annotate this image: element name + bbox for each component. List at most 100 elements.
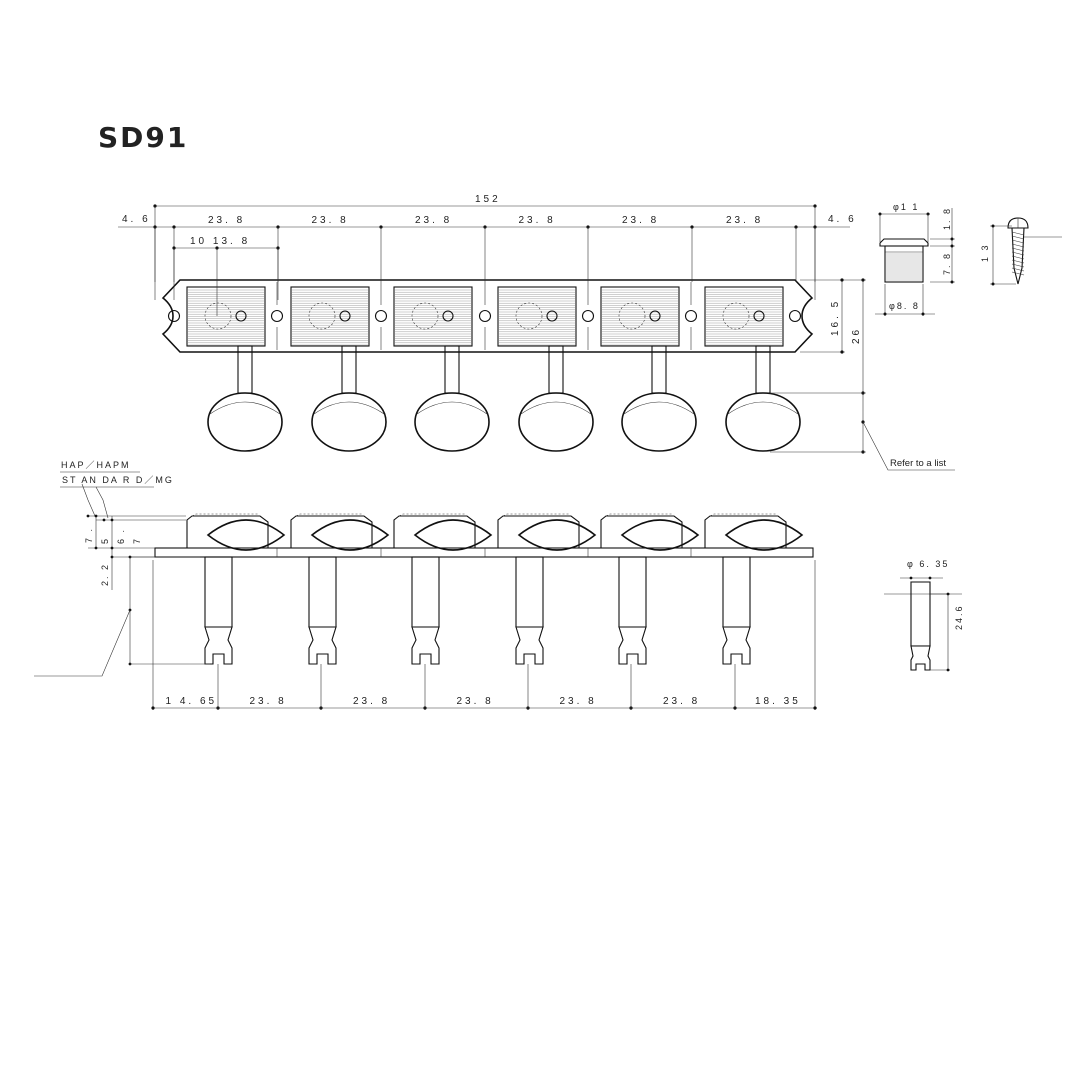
pitch-label: 23. 8 (622, 215, 659, 226)
side-post-slot (204, 626, 233, 665)
tuner-unit-top (704, 286, 801, 452)
side-housing-hidden (605, 513, 672, 517)
hole-offsets-label: 10 13. 8 (190, 236, 250, 247)
side-housing-hidden (502, 513, 569, 517)
bottom-dimension-label: 18. 35 (755, 696, 801, 707)
tuner-shaft (548, 345, 564, 394)
post-hole-hidden (722, 302, 750, 330)
bottom-dimension-label: 23. 8 (250, 696, 287, 707)
post-hole-hidden (411, 302, 439, 330)
tuner-shaft (444, 345, 460, 394)
tuner-unit-top (186, 286, 283, 452)
gear-housing (600, 286, 680, 347)
side-button (724, 519, 804, 551)
side-post-slot (411, 626, 440, 665)
side-button (620, 519, 700, 551)
side-dimensions: HAP／HAPM ST AN DA R D／MG 7 . 5 6 . 7 2. … (34, 460, 817, 710)
side-baseplate (154, 547, 814, 558)
pitch-label: 23. 8 (519, 215, 556, 226)
screw-thread (1011, 263, 1025, 268)
side-housing (186, 515, 269, 548)
bushing-inner-diameter-label: φ8. 8 (889, 301, 920, 311)
page-title: SD91 (98, 121, 188, 154)
dimension-tick (151, 706, 155, 710)
bushing-detail: φ1 1 1. 8 7. 8 φ8. 8 (875, 202, 955, 316)
tuner-unit-top (290, 286, 387, 452)
side-post-slot (515, 626, 544, 665)
side-post (204, 556, 233, 628)
side-button (413, 519, 493, 551)
height-label-e: 2. 2 (100, 563, 110, 586)
post-hole-hidden (308, 302, 336, 330)
side-button (206, 519, 286, 551)
total-height-label: 26 (851, 327, 862, 344)
mounting-hole (167, 309, 181, 323)
tuner-shaft (237, 345, 253, 394)
pitch-label: 23. 8 (208, 215, 245, 226)
tuner-shaft (651, 345, 667, 394)
tuner-unit-side (290, 513, 390, 665)
mounting-hole (270, 309, 284, 323)
tuner-button (518, 392, 594, 452)
height-label-c: 6 . (116, 528, 126, 544)
side-post (618, 556, 647, 628)
button-highlight (520, 401, 592, 415)
side-button (310, 519, 390, 551)
side-post (308, 556, 337, 628)
screw-thread (1011, 239, 1025, 244)
right-margin-label: 4. 6 (828, 214, 857, 225)
side-housing-hidden (191, 513, 258, 517)
mounting-hole (788, 309, 802, 323)
tuner-unit-top (393, 286, 490, 452)
side-view-tuner-strip (154, 513, 814, 665)
tuner-unit-side (704, 513, 804, 665)
gear-housing (393, 286, 473, 347)
variant-label-hap: HAP／HAPM (61, 460, 131, 470)
height-label-d: 7 (132, 537, 142, 544)
gear-housing (290, 286, 370, 347)
gear-housing (497, 286, 577, 347)
bushing-body-height-label: 7. 8 (942, 252, 952, 275)
tuner-button (621, 392, 697, 452)
side-button (517, 519, 597, 551)
tuner-unit-side (186, 513, 286, 665)
mounting-hole (374, 309, 388, 323)
screw-hole (339, 310, 351, 322)
dimension-tick (813, 706, 817, 710)
tuner-button (725, 392, 801, 452)
button-highlight (727, 401, 799, 415)
side-post-slot (308, 626, 337, 665)
bushing-outer-diameter-label: φ1 1 (893, 202, 919, 212)
post-diameter-label: φ 6. 35 (907, 559, 949, 569)
post-hole-hidden (204, 302, 232, 330)
button-highlight (623, 401, 695, 415)
screw-thread (1011, 255, 1025, 260)
mounting-hole (581, 309, 595, 323)
tuner-button (311, 392, 387, 452)
screw-thread (1011, 271, 1025, 276)
post-detail: φ 6. 35 24.6 (884, 559, 964, 672)
refer-note: Refer to a list (890, 458, 946, 469)
tuner-unit-top (600, 286, 697, 452)
mounting-hole (684, 309, 698, 323)
screw-thread (1011, 267, 1025, 272)
side-post-slot (722, 626, 751, 665)
screw-thread (1011, 235, 1025, 240)
side-housing-hidden (295, 513, 362, 517)
tuner-shaft (755, 345, 771, 394)
pitch-label: 23. 8 (726, 215, 763, 226)
screw-thread (1011, 231, 1025, 236)
screw-thread (1011, 243, 1025, 248)
post-hole-hidden (618, 302, 646, 330)
side-housing (393, 515, 476, 548)
screw-thread (1011, 247, 1025, 252)
mounting-screw-detail: 1 3 (980, 217, 1062, 286)
gear-housing (186, 286, 266, 347)
bottom-dimension-label: 23. 8 (560, 696, 597, 707)
bushing-flange-label: 1. 8 (942, 207, 952, 230)
top-view-tuner-strip (161, 279, 814, 452)
gear-housing (704, 286, 784, 347)
button-highlight (209, 401, 281, 415)
